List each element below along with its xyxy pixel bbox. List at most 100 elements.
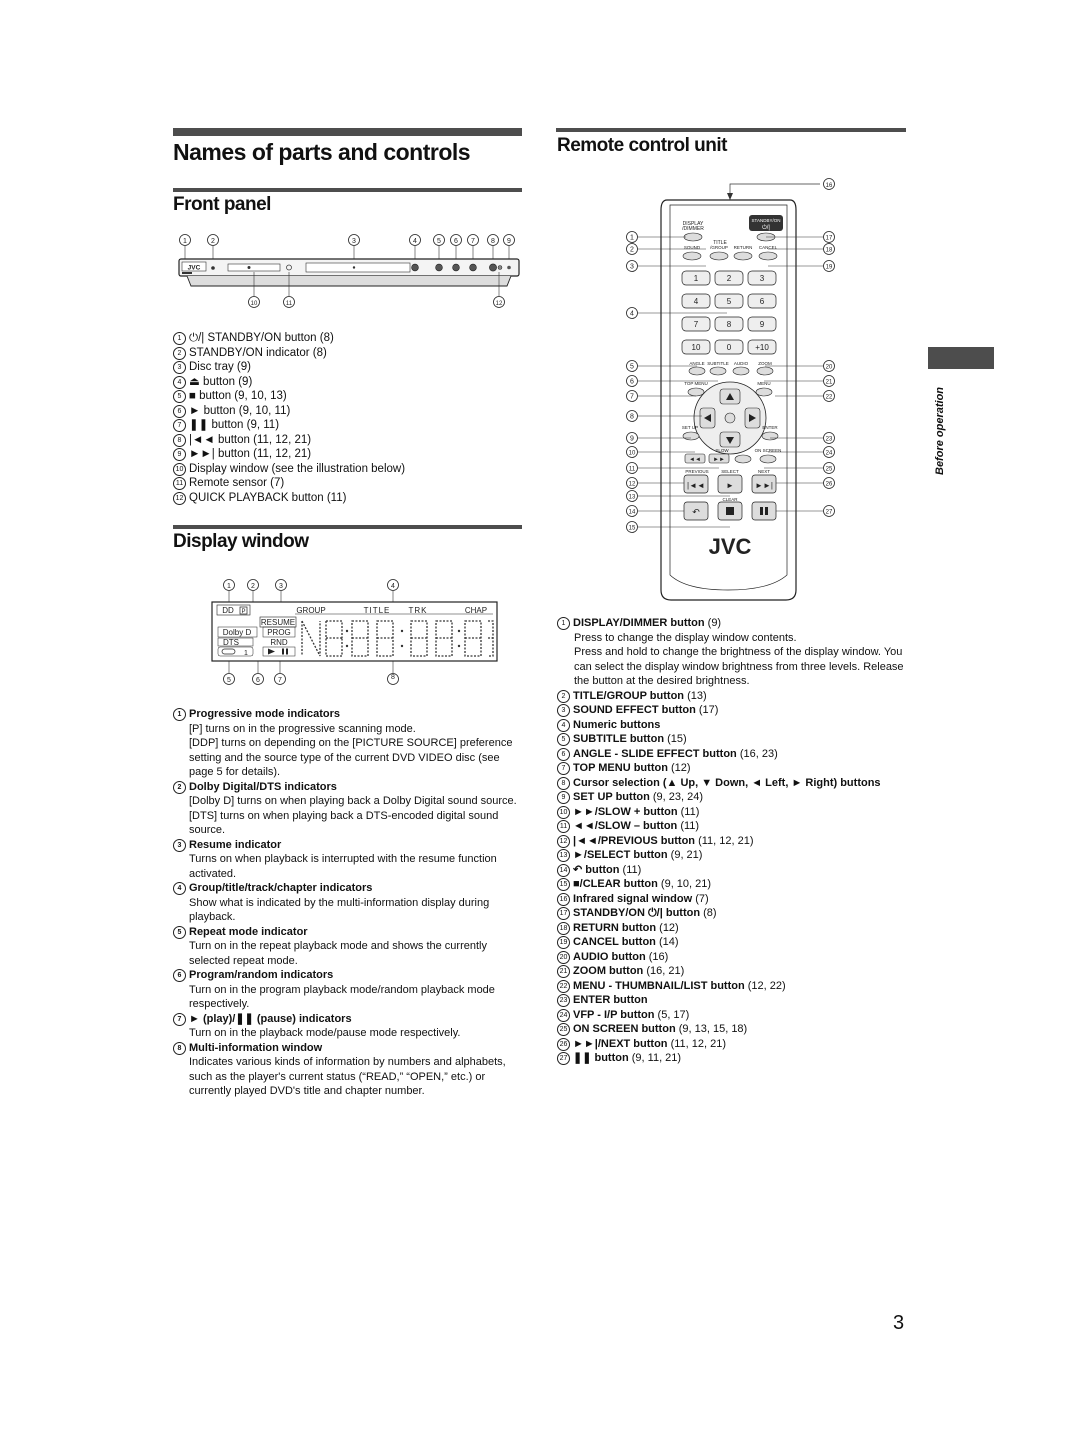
definition-text: Turn on in the playback mode/pause mode … [189,1027,461,1039]
section-rule [173,188,522,192]
callout-number: 23 [557,994,570,1007]
section-tab [928,347,994,369]
svg-text:7: 7 [278,677,282,684]
svg-text:⏻/|: ⏻/| [762,224,770,231]
key-label: 3 [760,274,765,283]
svg-text:8: 8 [391,674,395,681]
callout-circle [823,243,835,255]
callout-number: 2 [557,689,570,703]
key-1 [681,270,711,286]
svg-text:5: 5 [227,677,231,684]
section-rule [173,525,522,529]
svg-text:DD: DD [222,606,234,615]
remote-item-description: Press to change the display window conte… [574,631,797,644]
key-label: 9 [760,320,765,329]
callout-label: 24 [826,451,833,457]
callout-circle [626,260,638,272]
callout-label: 25 [826,467,833,473]
key-label: 0 [727,343,732,352]
callout-circle [626,231,638,243]
page-title: Names of parts and controls [173,139,471,165]
callout-number: 14 [557,863,570,877]
callout-number: 17 [557,907,570,920]
callout-label: 19 [826,265,833,271]
callout-number: 18 [557,921,570,935]
callout-circle [626,360,638,372]
remote-illustration: 16 DISPLAY /DIMMER STANDBY/ON ⏻/| TITLE … [626,178,835,601]
svg-text:P: P [241,609,245,615]
callout-number: 3 [173,361,186,374]
svg-text:2: 2 [211,238,215,245]
callout-circle [626,432,638,444]
svg-text:ZOOM: ZOOM [758,361,772,366]
callout-label: 27 [826,510,833,516]
callout-number: 22 [557,979,570,993]
callout-number: 4 [557,718,570,732]
callout-numbers-top: 1 2 3 4 5 6 7 8 9 [179,234,515,246]
svg-text:►►|: ►►| [755,481,773,490]
callout-number: 9 [173,448,186,461]
callout-circle [626,462,638,474]
callout-label: 18 [826,248,833,254]
callout-number: 5 [557,733,570,746]
callout-number: 11 [557,820,570,833]
callout-circle [823,505,835,517]
svg-text:DTS: DTS [223,638,239,647]
key-7 [681,316,711,332]
key-label: 2 [727,274,732,283]
callout-number: 19 [557,936,570,949]
display-window-heading: Display window [173,531,309,552]
callout-number: 2 [173,780,186,794]
remote-logo: JVC [709,534,752,559]
callout-circle [626,446,638,458]
callout-number: 7 [173,419,186,432]
callout-label: 12 [629,482,636,488]
callout-number: 10 [557,805,570,819]
svg-text:NEXT: NEXT [758,469,770,474]
callout-circle [626,410,638,422]
front-panel-illustration: 1 2 3 4 5 6 7 8 9 JVC [178,234,520,308]
callout-number: 3 [173,838,186,852]
callout-circle [823,375,835,387]
callout-label: 22 [826,395,833,401]
svg-text:CHAP: CHAP [465,606,487,615]
callout-label: 9 [630,436,634,443]
svg-text:►: ► [726,481,734,490]
key-10 [681,339,711,355]
list-item: 1⏻/| STANDBY/ON button (8) [173,331,405,346]
callout-number: 4 [173,882,186,895]
svg-text:PREVIOUS: PREVIOUS [685,469,708,474]
callout-label: 10 [629,451,636,457]
svg-text:6: 6 [256,677,260,684]
svg-text:TITLE: TITLE [364,606,391,615]
key-9 [747,316,777,332]
callout-number: 11 [173,477,186,490]
remote-item: 13►/SELECT button (9, 21) [557,848,912,863]
key-2 [714,270,744,286]
remote-item: 27❚❚ button (9, 11, 21) [557,1051,912,1066]
svg-text:9: 9 [507,238,511,245]
definition-text: [Dolby D] turns on when playing back a D… [189,795,517,836]
remote-heading: Remote control unit [557,135,727,156]
svg-text:ON SCREEN: ON SCREEN [755,448,782,453]
callout-circle [823,446,835,458]
callout-number: 1 [557,617,570,630]
key-label: 8 [727,320,732,329]
svg-text:AUDIO: AUDIO [734,361,749,366]
